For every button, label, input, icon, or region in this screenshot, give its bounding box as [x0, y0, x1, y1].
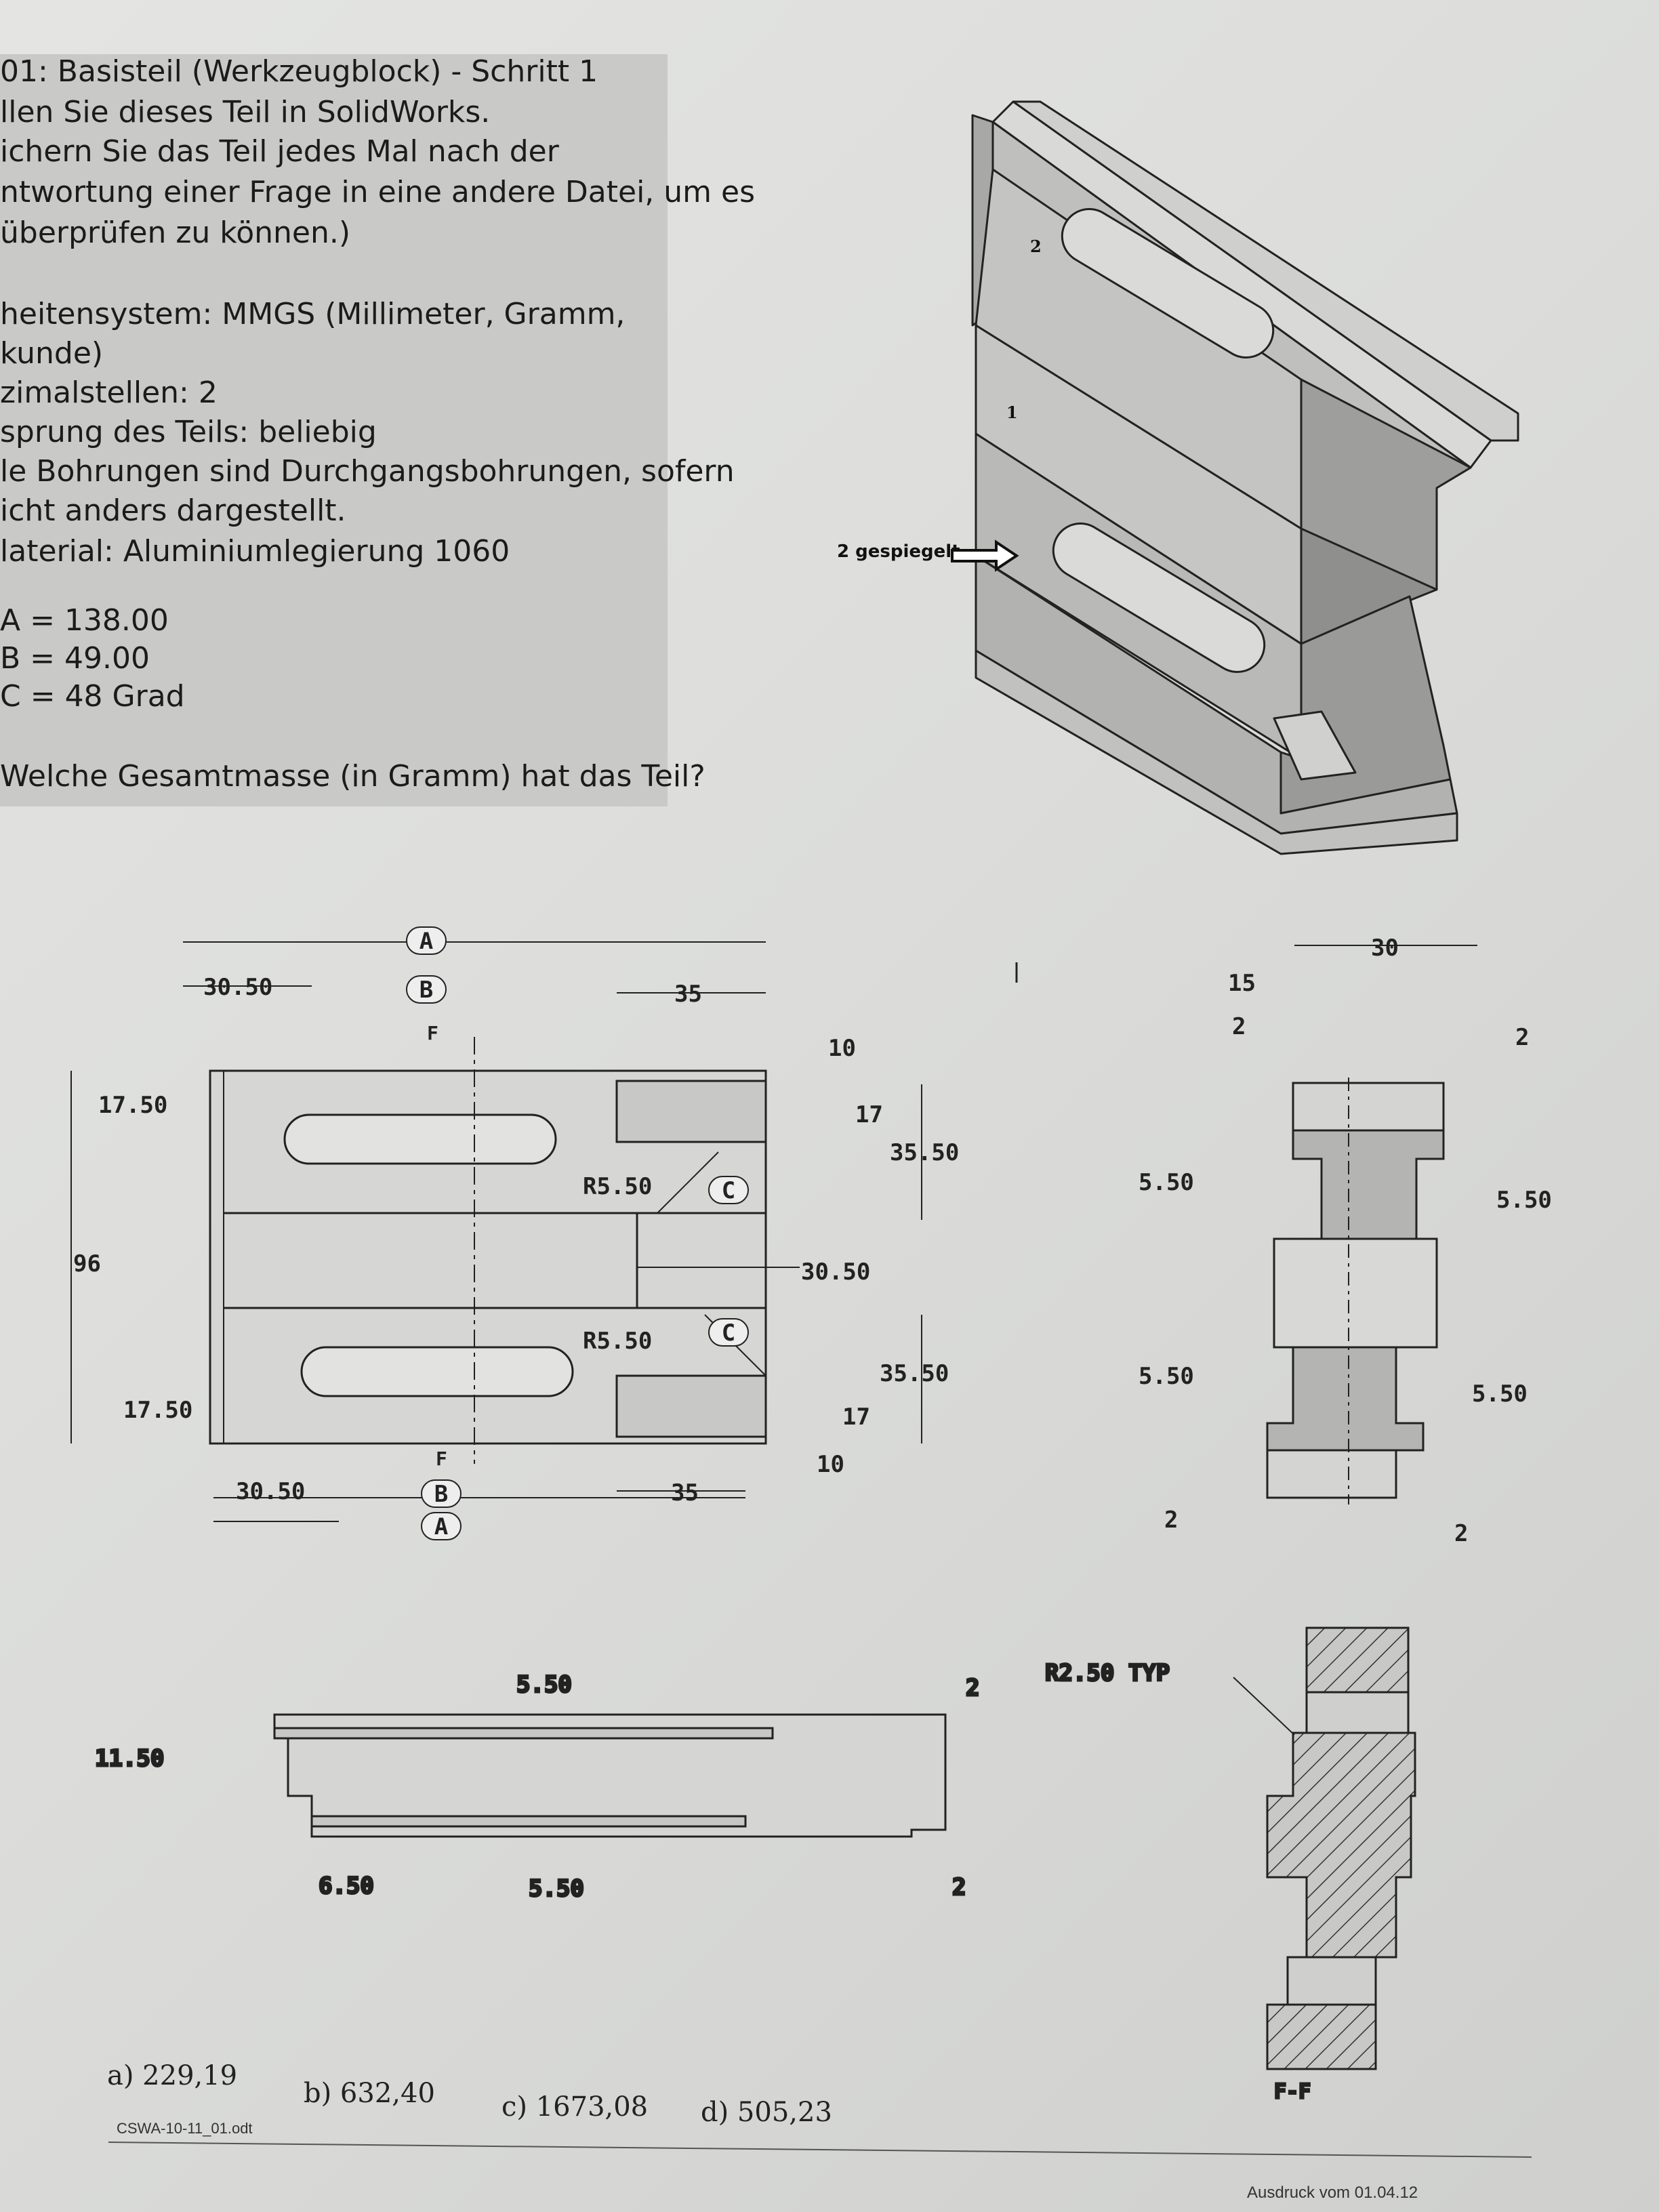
front-view-dimensions: A B F 30.50 35 10 17 17.50 35.50 R5.50 C… — [73, 926, 959, 1540]
dim-35-top: 35 — [674, 981, 702, 1008]
footer-printed: Ausdruck vom 01.04.12 — [1247, 2184, 1418, 2202]
task-line: ichern Sie das Teil jedes Mal nach der — [0, 134, 559, 169]
section-marker-f: F — [427, 1022, 438, 1044]
section-label: F-F — [1274, 2080, 1311, 2104]
task-line: icht anders dargestellt. — [0, 493, 346, 528]
task-line: ntwortung einer Frage in eine andere Dat… — [0, 175, 756, 209]
callout-a: A — [419, 928, 433, 955]
dim-35-bottom: 35 — [671, 1479, 699, 1507]
param-b: B = 49.00 — [0, 641, 150, 676]
dim-6-50: 6.50 — [319, 1872, 374, 1900]
task-description: 01: Basisteil (Werkzeugblock) - Schritt … — [0, 54, 755, 806]
dim-30: 30 — [1371, 935, 1399, 962]
dim-35-50-top: 35.50 — [890, 1139, 959, 1166]
section-view: R2.50 TYP F-F — [1044, 1626, 1416, 2105]
dim-30-50-top: 30.50 — [203, 974, 272, 1001]
dim-17-50-top: 17.50 — [98, 1092, 167, 1119]
dim-r5-50-bottom: R5.50 — [583, 1328, 652, 1355]
side-view — [1266, 1078, 1445, 1504]
task-title: 01: Basisteil (Werkzeugblock) - Schritt … — [0, 54, 598, 89]
answer-d[interactable]: d) 505,23 — [701, 2097, 832, 2128]
dim-5-50-bottom: 5.50 — [529, 1875, 584, 1902]
task-line: sprung des Teils: beliebig — [0, 415, 377, 449]
callout-a-bottom: A — [434, 1513, 448, 1540]
dim-2-bottom-right: 2 — [1454, 1520, 1468, 1547]
dim-5-50-top: 5.50 — [516, 1671, 572, 1698]
param-a: A = 138.00 — [0, 603, 169, 638]
dim-17-50-bottom: 17.50 — [123, 1397, 192, 1424]
task-question: Welche Gesamtmasse (in Gramm) hat das Te… — [0, 759, 705, 794]
dim-17-top: 17 — [855, 1101, 883, 1128]
dim-5-50-left-top: 5.50 — [1139, 1169, 1194, 1196]
callout-c-top: C — [722, 1177, 735, 1204]
dim-10-bottom: 10 — [817, 1451, 844, 1478]
dim-r5-50-top: R5.50 — [583, 1173, 652, 1200]
dim-30-50-bottom: 30.50 — [236, 1478, 305, 1505]
dim-15: 15 — [1228, 970, 1256, 997]
task-line: le Bohrungen sind Durchgangsbohrungen, s… — [0, 454, 735, 489]
callout-c-bottom: C — [722, 1319, 735, 1347]
task-line: überprüfen zu können.) — [0, 216, 350, 250]
task-line: heitensystem: MMGS (Millimeter, Gramm, — [0, 297, 626, 331]
dim-5-50-right-top: 5.50 — [1496, 1187, 1552, 1214]
dim-96: 96 — [73, 1250, 101, 1277]
arrow-right-icon — [951, 539, 1019, 572]
task-line: laterial: Aluminiumlegierung 1060 — [0, 534, 510, 569]
front-view — [70, 941, 1018, 1522]
dim-5-50-left-bottom: 5.50 — [1139, 1363, 1194, 1390]
bottom-view: 5.50 2 11.50 6.50 5.50 2 — [94, 1671, 981, 1904]
isometric-view — [971, 100, 1519, 855]
param-c: C = 48 Grad — [0, 679, 185, 714]
dim-2-bottom-left: 2 — [1164, 1507, 1178, 1534]
answer-b[interactable]: b) 632,40 — [304, 2078, 435, 2109]
radius-note: R2.50 TYP — [1045, 1660, 1170, 1687]
answer-a[interactable]: a) 229,19 — [107, 2060, 238, 2091]
answer-c[interactable]: c) 1673,08 — [501, 2091, 649, 2123]
footer-filename: CSWA-10-11_01.odt — [117, 2120, 253, 2137]
side-view-dimensions: 30 15 2 2 5.50 5.50 5.50 5.50 2 2 — [1139, 935, 1552, 1547]
dim-2-bottom: 2 — [952, 1874, 966, 1901]
dim-35-50-bottom: 35.50 — [880, 1360, 949, 1387]
section-marker-f-bottom: F — [436, 1448, 447, 1470]
task-line: zimalstellen: 2 — [0, 375, 218, 410]
dim-17-bottom: 17 — [842, 1404, 870, 1431]
dim-2-top-right: 2 — [1515, 1024, 1529, 1051]
dim-2-top: 2 — [966, 1675, 979, 1702]
dim-30-50-mid: 30.50 — [801, 1258, 870, 1286]
face-label-2: 2 — [1030, 237, 1042, 256]
face-label-1: 1 — [1006, 403, 1018, 422]
task-line: llen Sie dieses Teil in SolidWorks. — [0, 95, 491, 129]
callout-b-bottom: B — [434, 1481, 448, 1508]
mirror-note: 2 gespiegelt — [837, 541, 960, 562]
task-line: kunde) — [0, 336, 104, 371]
dim-2-top-left: 2 — [1232, 1013, 1246, 1040]
dim-10-top: 10 — [828, 1035, 856, 1062]
callout-b: B — [419, 977, 433, 1004]
dim-11-50: 11.50 — [95, 1745, 164, 1772]
dim-5-50-right-bottom: 5.50 — [1472, 1380, 1528, 1408]
